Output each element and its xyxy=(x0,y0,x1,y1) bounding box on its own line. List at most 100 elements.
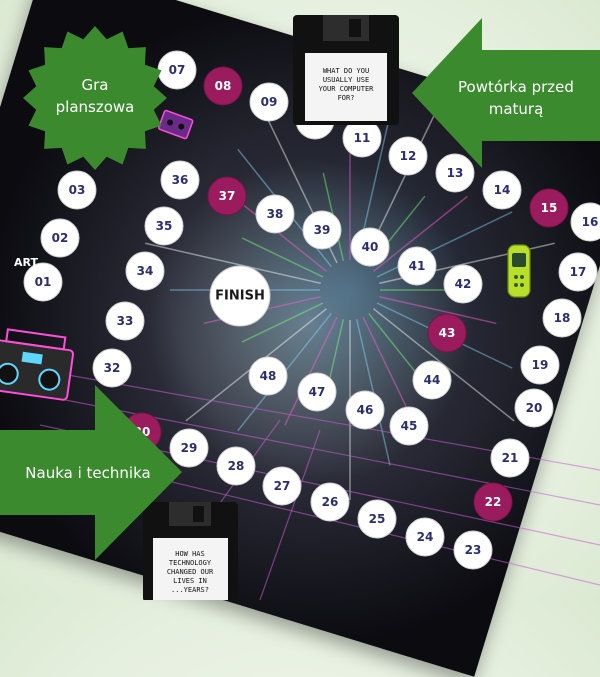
board-space-circle xyxy=(345,390,385,430)
board-space-label: 15 xyxy=(541,201,558,215)
arrow-right-line2: maturą xyxy=(489,100,544,118)
board-space[interactable]: 48 xyxy=(248,356,288,396)
board-space-label: 25 xyxy=(369,512,386,526)
board-space[interactable]: 11 xyxy=(342,118,382,158)
board-space[interactable]: 01 xyxy=(23,262,63,302)
light-ray xyxy=(241,237,324,278)
board-space-label: 21 xyxy=(502,451,519,465)
floppy-disk-icon: WHAT DO YOU USUALLY USE YOUR COMPUTER FO… xyxy=(293,15,399,125)
board-space[interactable]: 17 xyxy=(558,252,598,292)
light-ray xyxy=(284,316,338,426)
board-space-label: 23 xyxy=(465,543,482,557)
floppy-bottom-line5: ...YEARS? xyxy=(171,586,209,594)
board-space[interactable]: 28 xyxy=(216,446,256,486)
board-space[interactable]: 43 xyxy=(427,313,467,353)
board-space-circle xyxy=(207,176,247,216)
board-space-circle xyxy=(125,251,165,291)
board-space-label: 08 xyxy=(215,79,232,93)
cassette-icon xyxy=(157,109,194,140)
board-spaces: 0102030708091011121314151617181920212223… xyxy=(23,50,600,570)
board-space-circle xyxy=(40,218,80,258)
board-space[interactable]: 37 xyxy=(207,176,247,216)
board-space[interactable]: 07 xyxy=(157,50,197,90)
light-ray xyxy=(355,319,391,466)
board-space-circle xyxy=(216,446,256,486)
board-space[interactable]: 29 xyxy=(169,428,209,468)
board-space-label: 39 xyxy=(314,223,331,237)
board-space-circle xyxy=(203,66,243,106)
board-space[interactable]: 40 xyxy=(350,227,390,267)
board-space[interactable]: 41 xyxy=(397,246,437,286)
board-space[interactable]: 42 xyxy=(443,264,483,304)
board-space[interactable]: 02 xyxy=(40,218,80,258)
board-space-circle xyxy=(542,298,582,338)
board-space[interactable]: 20 xyxy=(514,388,554,428)
board-space[interactable]: 24 xyxy=(405,517,445,557)
board-space-label: 19 xyxy=(532,358,549,372)
board-space-label: 35 xyxy=(156,219,173,233)
board-space-label: 46 xyxy=(357,403,374,417)
board-space-label: 36 xyxy=(172,173,189,187)
board-space-label: 13 xyxy=(447,166,464,180)
board-space[interactable]: 47 xyxy=(297,372,337,412)
board-space[interactable]: 46 xyxy=(345,390,385,430)
board-space[interactable]: 03 xyxy=(57,170,97,210)
board-space[interactable]: 21 xyxy=(490,438,530,478)
board-space[interactable]: 45 xyxy=(389,406,429,446)
board-space-label: 17 xyxy=(570,265,587,279)
board-space[interactable]: 34 xyxy=(125,251,165,291)
board-space-circle xyxy=(357,499,397,539)
board-space[interactable]: 14 xyxy=(482,170,522,210)
board-space-circle xyxy=(57,170,97,210)
board-space[interactable]: 35 xyxy=(144,206,184,246)
light-ray xyxy=(232,195,328,272)
board-space[interactable]: 36 xyxy=(160,160,200,200)
boombox-icon xyxy=(0,328,75,401)
board-space[interactable]: 08 xyxy=(203,66,243,106)
board-space[interactable]: 16 xyxy=(570,202,600,242)
board-space[interactable]: 12 xyxy=(388,136,428,176)
board-space-label: 41 xyxy=(409,259,426,273)
board-space-label: 01 xyxy=(35,275,52,289)
board-space-circle xyxy=(427,313,467,353)
board-space[interactable]: 23 xyxy=(453,530,493,570)
board-space[interactable]: 27 xyxy=(262,466,302,506)
board-space[interactable]: 44 xyxy=(412,360,452,400)
board-space[interactable]: 39 xyxy=(302,210,342,250)
board-space-circle xyxy=(558,252,598,292)
arrow-left-label: Nauka i technika xyxy=(25,464,150,482)
board-space-label: 03 xyxy=(69,183,86,197)
finish-space[interactable]: FINISH xyxy=(209,265,271,327)
board-space-label: 16 xyxy=(582,215,599,229)
board-space[interactable]: 33 xyxy=(105,301,145,341)
board-space-label: 40 xyxy=(362,240,379,254)
light-ray xyxy=(372,195,468,272)
start-label: ART xyxy=(14,256,38,269)
board-space[interactable]: 09 xyxy=(249,82,289,122)
board-space[interactable]: 32 xyxy=(92,348,132,388)
badge-line2: planszowa xyxy=(56,98,135,116)
arrow-right-line1: Powtórka przed xyxy=(458,78,574,96)
board-space-circle xyxy=(255,194,295,234)
board-space-circle xyxy=(248,356,288,396)
board-space-label: 24 xyxy=(417,530,434,544)
board-space-circle xyxy=(302,210,342,250)
board-space-circle xyxy=(443,264,483,304)
board-space-label: 18 xyxy=(554,311,571,325)
board-space[interactable]: 13 xyxy=(435,153,475,193)
board-space[interactable]: 22 xyxy=(473,482,513,522)
board-space-circle xyxy=(310,482,350,522)
board-space[interactable]: 19 xyxy=(520,345,560,385)
board-space[interactable]: 15 xyxy=(529,188,569,228)
floppy-top-line1: WHAT DO YOU xyxy=(323,67,369,75)
board-space[interactable]: 38 xyxy=(255,194,295,234)
board-space[interactable]: 26 xyxy=(310,482,350,522)
board-space-label: 37 xyxy=(219,189,236,203)
board-space-label: 32 xyxy=(104,361,121,375)
board-space[interactable]: 25 xyxy=(357,499,397,539)
floppy-disk-icon: HOW HAS TECHNOLOGY CHANGED OUR LIVES IN … xyxy=(143,502,238,600)
board-space-circle xyxy=(490,438,530,478)
board-space-label: 28 xyxy=(228,459,245,473)
board-space[interactable]: 18 xyxy=(542,298,582,338)
